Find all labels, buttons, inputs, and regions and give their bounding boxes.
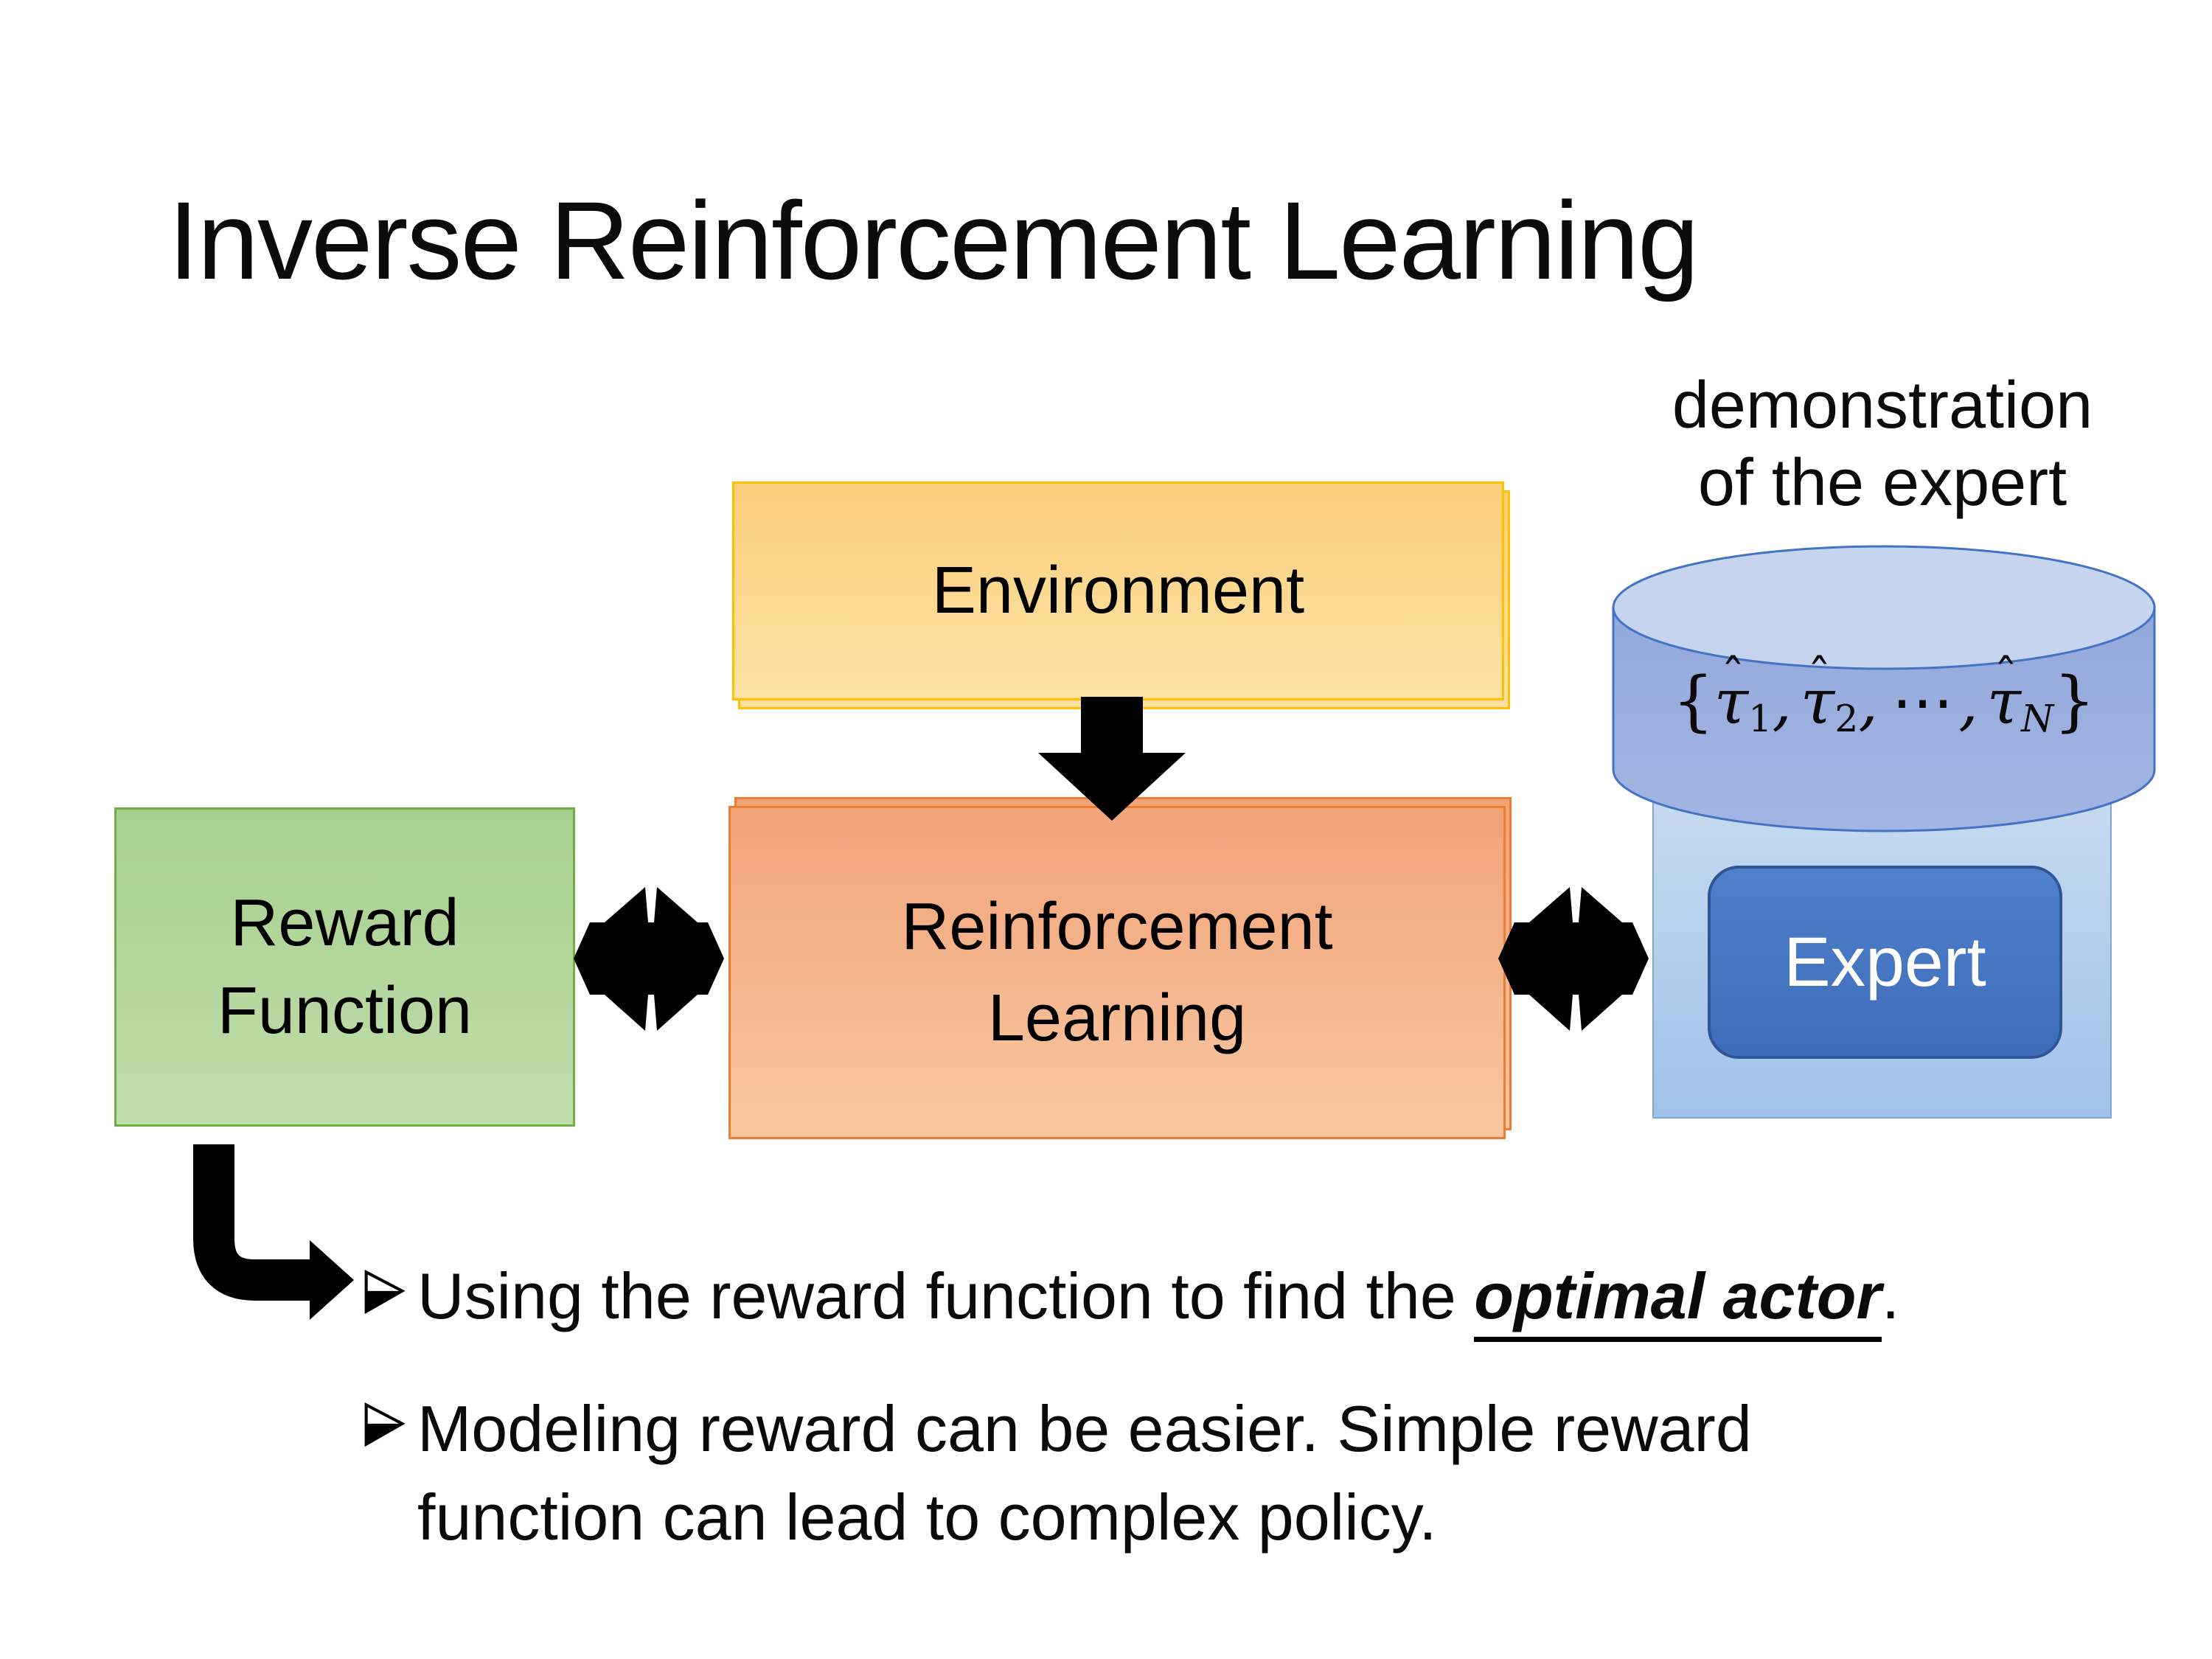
slide-title: Inverse Reinforcement Learning: [168, 178, 1700, 302]
down-arrow-icon: [1038, 697, 1186, 821]
formula-close-brace: }: [2053, 662, 2096, 739]
formula-ellipsis: ⋯: [1891, 666, 1954, 738]
bent-arrow-icon: [193, 1144, 354, 1320]
optimal-actor-emphasis: optimal actor: [1474, 1259, 1882, 1342]
bullet-1-text: Using the reward function to find the op…: [417, 1252, 1899, 1342]
reinforcement-learning-box-label: Reinforcement Learning: [901, 889, 1333, 1055]
environment-box-label: Environment: [931, 554, 1305, 628]
bullet-item-2: Modeling reward can be easier. Simple re…: [363, 1385, 2059, 1561]
bullet-arrow-icon: [364, 1269, 406, 1315]
demonstration-caption: demonstration of the expert: [1585, 367, 2180, 523]
expert-box-label: Expert: [1784, 922, 1986, 1001]
bullet-arrow-icon: [364, 1402, 406, 1447]
environment-box: Environment: [732, 481, 1504, 700]
double-arrow-right-icon: [1498, 887, 1649, 1031]
reinforcement-learning-box: Reinforcement Learning: [728, 806, 1506, 1139]
bullet-item-1: Using the reward function to find the op…: [363, 1252, 2132, 1342]
demonstration-caption-line1: demonstration: [1672, 369, 2093, 442]
formula-open-brace: {: [1672, 662, 1714, 739]
reward-function-box-label: Reward Function: [217, 886, 473, 1048]
reward-function-box: Reward Function: [114, 807, 575, 1127]
demonstration-caption-line2: of the expert: [1697, 446, 2067, 521]
expert-box: Expert: [1708, 866, 2062, 1059]
double-arrow-left-icon: [574, 887, 724, 1031]
bullet-2-text: Modeling reward can be easier. Simple re…: [417, 1392, 1752, 1554]
demonstrations-cylinder: [1612, 545, 2156, 832]
